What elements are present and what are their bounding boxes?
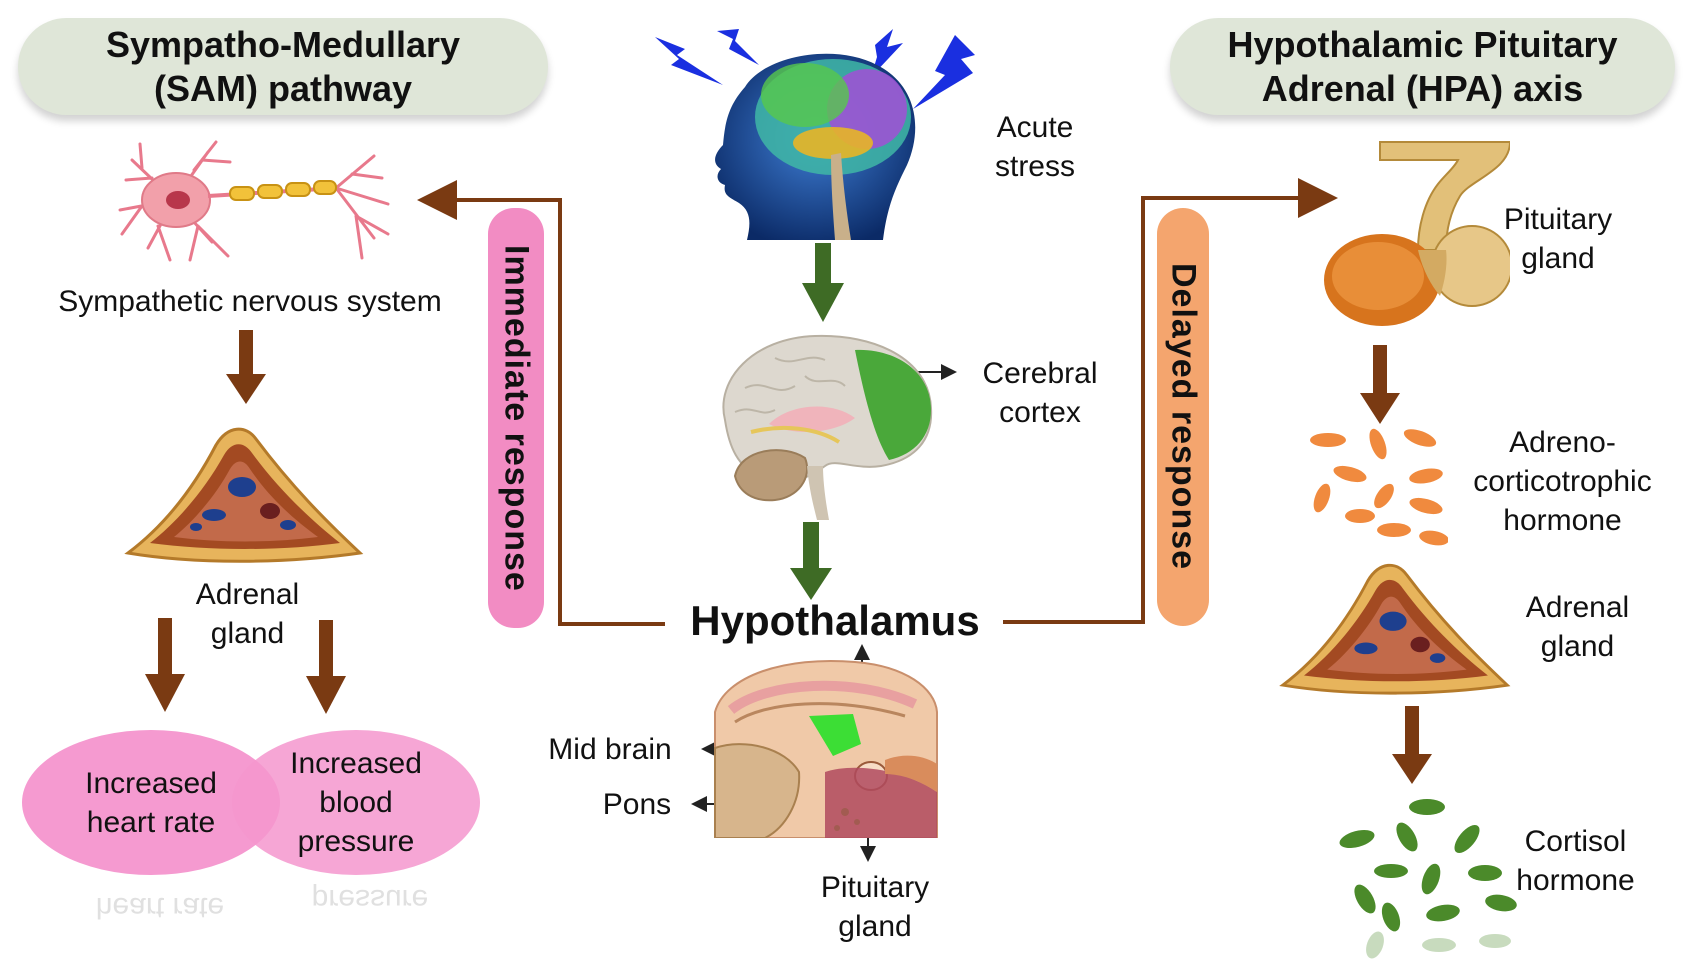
hpa-arrow-1 [1360,345,1400,424]
delayed-response-text: Delayed response [1164,263,1203,571]
increased-blood-pressure-ellipse: Increased blood pressure [232,730,480,875]
neuron-illustration [118,140,390,262]
hpa-header-text: Hypothalamic Pituitary Adrenal (HPA) axi… [1227,23,1618,109]
pituitary-gland-center-label: Pituitary gland [820,871,930,943]
pituitary-gland-right-label: Pituitary gland [1503,203,1613,275]
stress-arrow-2 [790,522,832,600]
reflection-heart-rate: heart rate [95,891,225,924]
hypothalamus-label: Hypothalamus [690,597,980,644]
immediate-response-bar: Immediate response [488,208,544,628]
sympathetic-nervous-system-label: Sympathetic nervous system [58,285,442,318]
sam-header-text: Sympatho-Medullary (SAM) pathway [105,23,461,109]
sam-arrow-2 [145,618,185,712]
cortisol-particles [1339,799,1517,959]
increased-blood-pressure-text: Increased blood pressure [290,747,422,858]
immediate-response-text: Immediate response [497,244,536,592]
adrenal-gland-left-label: Adrenal gland [195,578,300,650]
pons-label: Pons [602,788,672,821]
sam-header: Sympatho-Medullary (SAM) pathway [18,18,548,115]
mid-brain-label: Mid brain [548,733,672,766]
pituitary-gland-illustration [1324,141,1510,326]
acth-particles [1310,428,1448,546]
sam-arrow-1 [226,330,266,404]
cerebral-cortex-label: Cerebral cortex [982,357,1098,429]
cortisol-hormone-label: Cortisol hormone [1516,825,1635,897]
adrenal-gland-right-label: Adrenal gland [1525,591,1630,663]
midsagittal-brain-section [714,659,938,838]
sam-arrow-3 [306,620,346,714]
delayed-response-bar: Delayed response [1157,208,1209,626]
increased-heart-rate-text: Increased heart rate [85,766,217,839]
hpa-arrow-2 [1392,706,1432,784]
stressed-head-illustration [655,29,975,240]
reflection-blood-pressure: pressure [311,883,429,916]
stress-arrow-1 [802,243,844,322]
acth-label: Adreno- corticotrophic hormone [1473,426,1652,537]
immediate-pathway-line [417,180,665,626]
cerebral-cortex-brain [722,334,933,520]
hpa-header: Hypothalamic Pituitary Adrenal (HPA) axi… [1170,18,1675,115]
adrenal-gland-left [124,427,364,563]
lightning-bolts [655,29,975,109]
delayed-pathway-line [1003,178,1338,624]
adrenal-gland-right [1279,563,1511,695]
acute-stress-label: Acute stress [994,111,1075,183]
